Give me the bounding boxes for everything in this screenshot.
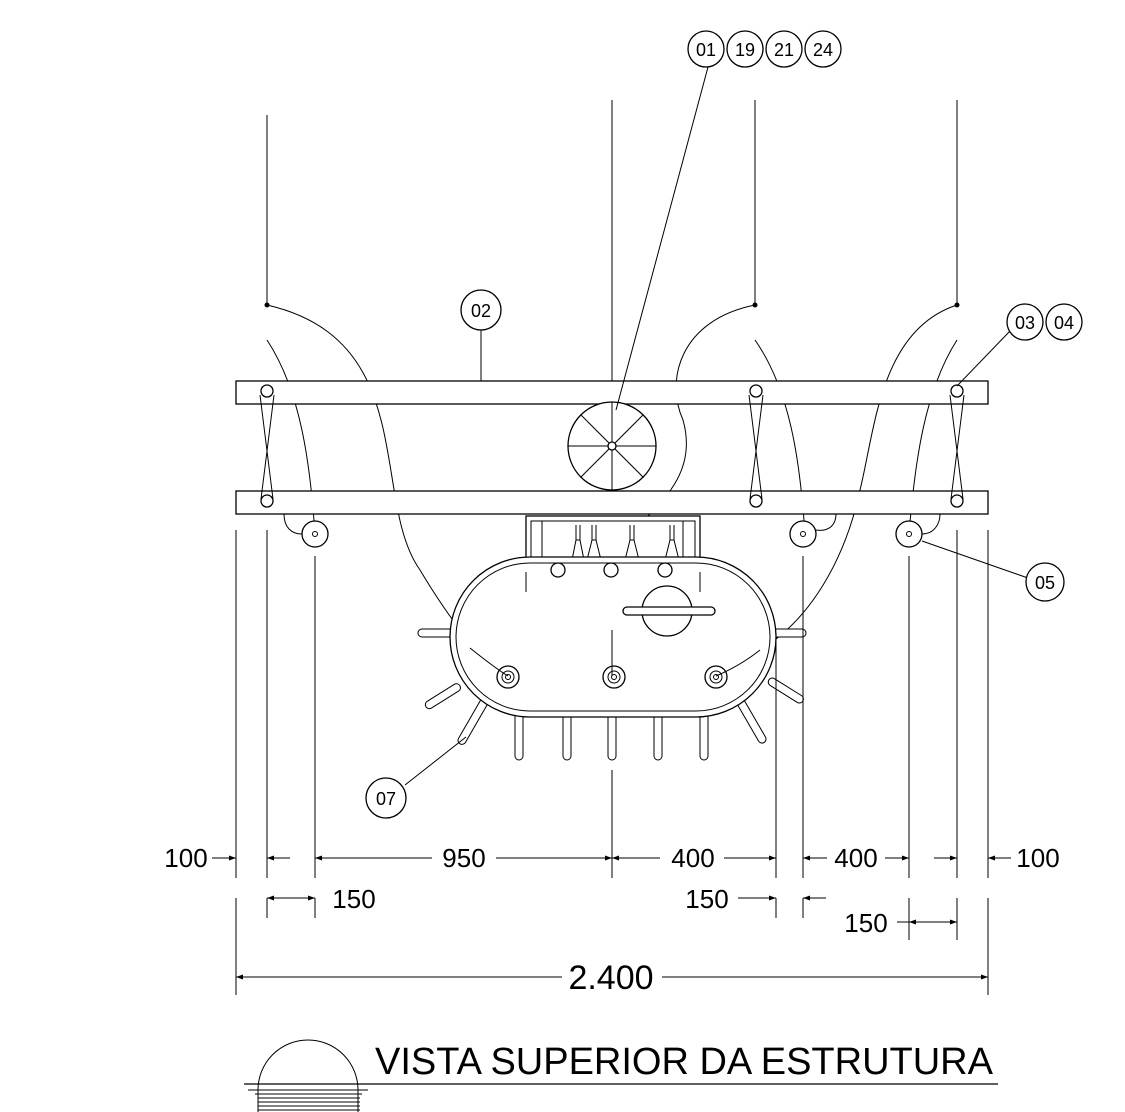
callout-01: 01 xyxy=(687,30,725,68)
callout-bubbles: 01 19 21 24 02 03 04 05 07 xyxy=(365,30,1083,819)
dim-950: 950 xyxy=(442,843,485,873)
dim-150-mid: 150 xyxy=(685,884,728,914)
callout-05: 05 xyxy=(1025,562,1065,602)
rounded-body xyxy=(417,556,807,761)
svg-text:05: 05 xyxy=(1035,573,1055,593)
dim-total: 2.400 xyxy=(568,959,653,997)
dimension-labels-top: 100 950 400 400 100 xyxy=(164,843,1059,873)
dimension-row-middle xyxy=(267,895,957,925)
dim-100-right: 100 xyxy=(1016,843,1059,873)
dim-400-right: 400 xyxy=(834,843,877,873)
svg-text:02: 02 xyxy=(471,301,491,321)
vertical-cables xyxy=(264,100,960,383)
svg-text:01: 01 xyxy=(696,40,716,60)
dim-400-mid: 400 xyxy=(671,843,714,873)
callout-02: 02 xyxy=(460,289,502,331)
callout-03: 03 xyxy=(1006,303,1044,341)
svg-text:03: 03 xyxy=(1015,313,1035,333)
callout-07: 07 xyxy=(365,777,407,819)
cable-ends xyxy=(469,630,761,677)
svg-text:04: 04 xyxy=(1054,313,1074,333)
dim-150-right: 150 xyxy=(844,908,887,938)
spikes xyxy=(417,628,807,761)
callout-19: 19 xyxy=(726,30,764,68)
wheel-icon xyxy=(567,401,657,491)
leader-lines xyxy=(404,66,1029,786)
svg-text:21: 21 xyxy=(774,40,794,60)
title-block: VISTA SUPERIOR DA ESTRUTURA xyxy=(244,1039,998,1112)
callout-04: 04 xyxy=(1045,303,1083,341)
extension-lines xyxy=(235,530,989,995)
frame-beams xyxy=(235,380,989,515)
dim-150-left: 150 xyxy=(332,884,375,914)
svg-text:19: 19 xyxy=(735,40,755,60)
callout-24: 24 xyxy=(804,30,842,68)
callout-21: 21 xyxy=(765,30,803,68)
dim-100-left: 100 xyxy=(164,843,207,873)
dimension-labels-middle: 150 150 150 xyxy=(332,884,887,938)
svg-text:07: 07 xyxy=(376,789,396,809)
pulleys xyxy=(283,513,941,548)
svg-text:24: 24 xyxy=(813,40,833,60)
drawing-title: VISTA SUPERIOR DA ESTRUTURA xyxy=(375,1041,994,1083)
x-bracing xyxy=(259,384,965,508)
